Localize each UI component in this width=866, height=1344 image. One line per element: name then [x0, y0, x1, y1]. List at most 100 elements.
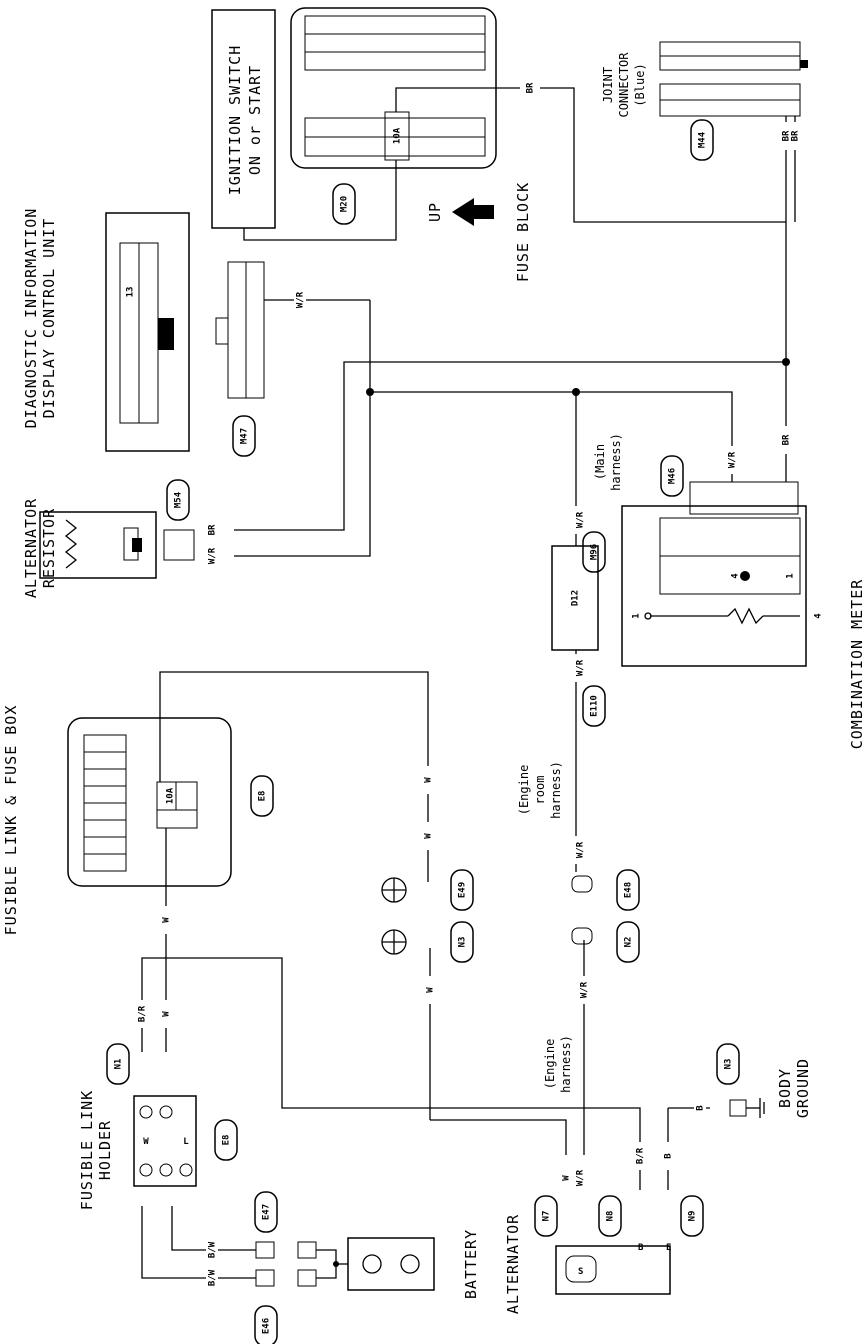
connector-tag-e49: E49: [450, 869, 474, 911]
fusible-link-holder: W L: [133, 1095, 197, 1187]
alt-b-terminal: B: [638, 1243, 644, 1253]
ignition-switch-label: IGNITION SWITCH: [226, 45, 244, 195]
wire-label-bg: [160, 906, 172, 934]
svg-text:M20: M20: [340, 196, 350, 212]
svg-text:N2: N2: [624, 937, 634, 948]
connector-tag-m20: M20: [332, 183, 356, 225]
meter-terminal-4: 4: [731, 573, 741, 579]
wire-label-bg: [524, 74, 536, 102]
connector-tag-m46: M46: [660, 455, 684, 497]
engine-harness-label-1: (Engine: [543, 1039, 557, 1090]
engine-room-label-2: room: [533, 776, 547, 805]
wire-label-bg: [422, 822, 434, 850]
d12-label: D12: [571, 590, 581, 606]
wire-color-w_n3: W: [426, 987, 436, 993]
wire-color-br_m44a: BR: [782, 130, 792, 141]
wire-label-bg: [574, 836, 586, 864]
connector-tag-e46: E46: [254, 1305, 278, 1344]
wire-label-bg: [424, 976, 436, 1004]
fuse-e8-label: 10A: [166, 787, 176, 804]
svg-text:E8: E8: [222, 1135, 232, 1146]
wire-label-bg: [634, 1142, 646, 1170]
svg-text:M96: M96: [590, 544, 600, 560]
wire-label-bg: [574, 1164, 586, 1192]
main-harness-label-1: (Main: [593, 444, 607, 480]
wire-label-bg: [160, 1000, 172, 1028]
fuse-box: 10A: [67, 717, 232, 887]
engine-room-label-1: (Engine: [517, 765, 531, 816]
svg-text:N7: N7: [542, 1211, 552, 1222]
connector-tag-e48: E48: [616, 869, 640, 911]
wire-label-bg: [294, 286, 306, 314]
d12-box: [551, 545, 599, 651]
wire-color-w_e49: W: [424, 833, 434, 839]
battery-box: [347, 1237, 435, 1291]
main-harness-label-2: harness): [609, 433, 623, 491]
fusible-link-label-1: FUSIBLE LINK: [78, 1090, 96, 1210]
connector-tag-e8b: E8: [214, 1119, 238, 1161]
connector-tag-n1: N1: [106, 1043, 130, 1085]
ignition-switch-sublabel: ON or START: [246, 65, 264, 175]
joint-connector-label-3: (Blue): [633, 63, 647, 106]
wire-color-bw2: B/W: [208, 1269, 218, 1286]
fusible-link-fuse-box-label: FUSIBLE LINK & FUSE BOX: [2, 705, 20, 936]
connector-tag-n2: N2: [616, 921, 640, 963]
wire-color-b_ground: B: [696, 1105, 706, 1111]
joint-connector: [659, 41, 808, 117]
battery-label: BATTERY: [462, 1229, 480, 1299]
holder-w-label: W: [143, 1137, 149, 1147]
wire-label-bg: [789, 122, 801, 150]
wire-label-bg: [694, 1094, 706, 1122]
svg-text:M54: M54: [174, 491, 184, 508]
connector-tag-n7: N7: [534, 1195, 558, 1237]
svg-text:N8: N8: [606, 1211, 616, 1222]
wire-color-w_right: W: [424, 777, 434, 783]
svg-text:M46: M46: [668, 468, 678, 484]
m46-connector: [689, 481, 799, 515]
connector-tag-e47: E47: [254, 1191, 278, 1233]
fuse-block-label: FUSE BLOCK: [514, 182, 532, 282]
connector-tag-n8: N8: [598, 1195, 622, 1237]
wire-color-wr_m47: W/R: [296, 291, 306, 308]
wire-color-wr_m54: W/R: [208, 547, 218, 564]
svg-text:N3: N3: [724, 1059, 734, 1070]
wire-color-b_n9: B: [664, 1153, 674, 1159]
wire-color-br_m54: BR: [208, 524, 218, 535]
engine-room-label-3: harness): [549, 761, 563, 819]
wires: [141, 87, 796, 1190]
resistor-label-2: RESISTOR: [40, 508, 58, 588]
wire-label-bg: [662, 1142, 674, 1170]
svg-text:M47: M47: [240, 428, 250, 444]
terminal-13-label: 13: [126, 287, 136, 298]
wire-color-wr_m46: W/R: [728, 451, 738, 468]
svg-text:E49: E49: [458, 882, 468, 898]
wire-color-br_m46: BR: [782, 434, 792, 445]
wire-color-w_n1: W: [162, 1011, 172, 1017]
up-arrow-icon: [452, 198, 494, 226]
wire-color-wr_e48: W/R: [576, 841, 586, 858]
combination-meter-box: [621, 505, 807, 667]
svg-text:E46: E46: [262, 1318, 272, 1334]
svg-text:N9: N9: [688, 1211, 698, 1222]
holder-l-label: L: [183, 1137, 189, 1147]
svg-text:E48: E48: [624, 882, 634, 898]
diagnostic-label-2: DISPLAY CONTROL UNIT: [40, 218, 58, 419]
wire-label-bg: [560, 1164, 572, 1192]
svg-text:E8: E8: [258, 791, 268, 802]
connector-tag-m47: M47: [232, 415, 256, 457]
svg-text:E110: E110: [590, 695, 600, 717]
wire-label-bg: [574, 654, 586, 682]
wire-color-br_m44b: BR: [791, 130, 801, 141]
connector-tag-m54: M54: [166, 479, 190, 521]
connector-tag-m44: M44: [690, 119, 714, 161]
wire-color-w_e8: W: [162, 917, 172, 923]
wire-label-bg: [578, 976, 590, 1004]
m54-connector: [163, 529, 195, 561]
body-ground-label-1: BODY: [776, 1068, 794, 1108]
body-ground-label-2: GROUND: [794, 1058, 812, 1118]
diagnostic-unit-box: [105, 212, 190, 452]
alt-s-terminal: S: [578, 1267, 583, 1277]
connector-tag-n3b: N3: [716, 1043, 740, 1085]
alt-e-terminal: E: [666, 1243, 671, 1253]
